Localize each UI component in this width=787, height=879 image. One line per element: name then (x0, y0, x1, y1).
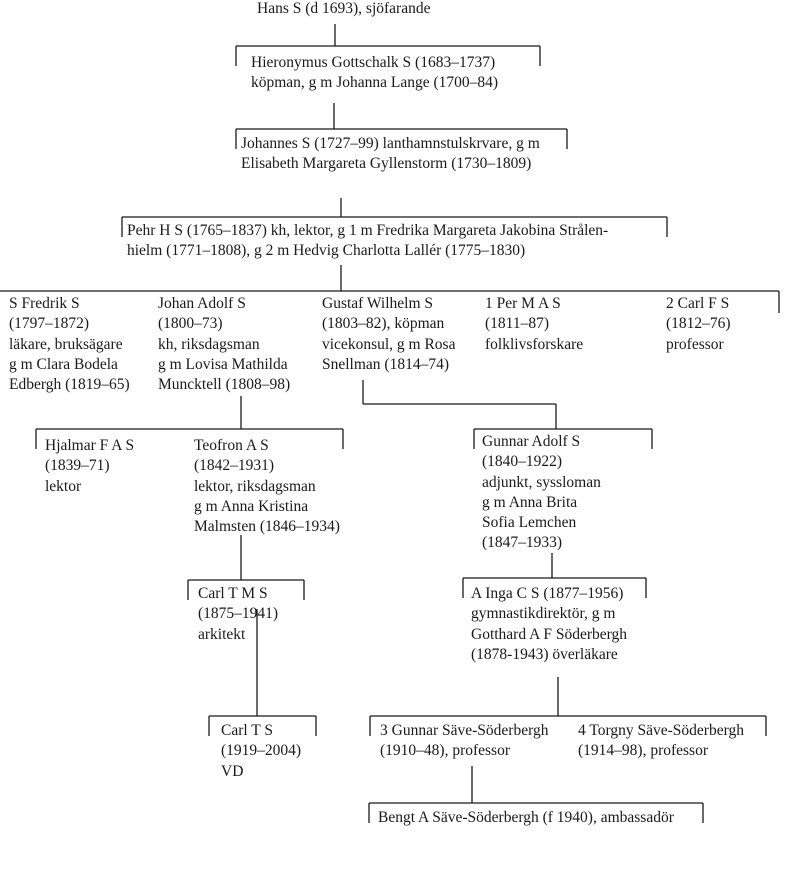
node-line: (1914–98), professor (578, 742, 709, 760)
node-line: arkitekt (198, 625, 246, 643)
person-torgny: 4 Torgny Säve-Söderbergh (1914–98), prof… (578, 721, 744, 762)
node-line: (1842–1931) (194, 457, 275, 475)
person-inga: A Inga C S (1877–1956) gymnastikdirektör… (471, 584, 627, 665)
node-line: Johan Adolf S (158, 295, 246, 312)
node-line: vicekonsul, g m Rosa (322, 335, 456, 353)
node-line: (1910–48), professor (380, 742, 511, 760)
person-carl-t-m-s: Carl T M S (1875–1941) arkitekt (198, 584, 278, 645)
node-line: köpman, g m Johanna Lange (1700–84) (251, 74, 499, 92)
node-line: g m Clara Bodela (9, 355, 118, 373)
node-line: (1803–82), köpman (322, 315, 445, 333)
person-per: 1 Per M A S (1811–87) folklivsforskare (485, 294, 583, 355)
node-line: Gotthard A F Söderbergh (471, 625, 627, 643)
node-line: Malmsten (1846–1934) (194, 518, 340, 536)
node-line: gymnastikdirektör, g m (471, 605, 616, 623)
node-line: Hjalmar F A S (45, 437, 135, 454)
node-line: Sofia Lemchen (482, 514, 577, 532)
node-line: professor (666, 335, 724, 353)
person-johan-adolf: Johan Adolf S (1800–73) kh, riksdagsman … (158, 294, 290, 395)
node-line: Pehr H S (1765–1837) kh, lektor, g 1 m F… (127, 222, 609, 239)
node-line: (1875–1941) (198, 605, 279, 623)
node-line: (1797–1872) (9, 315, 90, 333)
node-line: 1 Per M A S (485, 295, 561, 312)
person-hieronymus: Hieronymus Gottschalk S (1683–1737) köpm… (251, 53, 498, 94)
node-line: Snellman (1814–74) (322, 355, 449, 373)
node-line: Gunnar Adolf S (482, 433, 581, 450)
node-line: Edbergh (1819–65) (9, 376, 130, 394)
node-line: Elisabeth Margareta Gyllenstorm (1730–18… (241, 155, 532, 173)
node-line: Johannes S (1727–99) lanthamnstulskrvare… (241, 135, 540, 152)
person-gustaf-wilhelm: Gustaf Wilhelm S (1803–82), köpman vicek… (322, 294, 455, 375)
node-line: Teofron A S (194, 437, 269, 454)
node-line: Gustaf Wilhelm S (322, 295, 434, 312)
node-line: S Fredrik S (9, 295, 80, 312)
node-line: Carl T M S (198, 585, 268, 602)
person-gunnar-save: 3 Gunnar Säve-Söderbergh (1910–48), prof… (380, 721, 548, 762)
person-s-fredrik: S Fredrik S (1797–1872) läkare, bruksäga… (9, 294, 130, 395)
person-johannes: Johannes S (1727–99) lanthamnstulskrvare… (241, 134, 540, 175)
node-line: (1878-1943) överläkare (471, 645, 618, 663)
node-line: g m Anna Kristina (194, 497, 309, 515)
node-line: 4 Torgny Säve-Söderbergh (578, 722, 744, 739)
node-line: (1812–76) (666, 315, 731, 333)
node-line: g m Anna Brita (482, 493, 578, 511)
node-line: adjunkt, syssloman (482, 473, 601, 491)
node-line: läkare, bruksägare (9, 335, 123, 353)
node-line: g m Lovisa Mathilda (158, 355, 288, 373)
node-line: Hans S (d 1693), sjöfarande (257, 0, 431, 17)
node-line: (1811–87) (485, 315, 549, 333)
node-line: Hieronymus Gottschalk S (1683–1737) (251, 54, 496, 71)
person-carl-t-s: Carl T S (1919–2004) VD (221, 721, 301, 782)
node-line: 2 Carl F S (666, 295, 730, 312)
node-line: (1840–1922) (482, 453, 563, 471)
node-line: Muncktell (1808–98) (158, 376, 291, 394)
node-line: lektor, riksdagsman (194, 477, 316, 495)
node-line: Bengt A Säve-Söderbergh (f 1940), ambass… (378, 809, 674, 826)
node-line: lektor (45, 477, 82, 495)
person-pehr: Pehr H S (1765–1837) kh, lektor, g 1 m F… (127, 221, 608, 262)
person-teofron: Teofron A S (1842–1931) lektor, riksdags… (194, 436, 340, 537)
person-hans: Hans S (d 1693), sjöfarande (257, 0, 430, 19)
node-line: hielm (1771–1808), g 2 m Hedvig Charlott… (127, 242, 526, 260)
node-line: A Inga C S (1877–1956) (471, 585, 624, 602)
node-line: (1919–2004) (221, 742, 302, 760)
person-carl-f: 2 Carl F S (1812–76) professor (666, 294, 731, 355)
node-line: VD (221, 762, 244, 780)
node-line: Carl T S (221, 722, 273, 739)
person-hjalmar: Hjalmar F A S (1839–71) lektor (45, 436, 134, 497)
node-line: (1839–71) (45, 457, 110, 475)
node-line: folklivsforskare (485, 335, 584, 353)
node-line: kh, riksdagsman (158, 335, 260, 353)
person-gunnar-adolf: Gunnar Adolf S (1840–1922) adjunkt, syss… (482, 432, 601, 554)
node-line: (1847–1933) (482, 534, 563, 552)
node-line: 3 Gunnar Säve-Söderbergh (380, 722, 549, 739)
node-line: (1800–73) (158, 315, 223, 333)
person-bengt: Bengt A Säve-Söderbergh (f 1940), ambass… (378, 808, 674, 828)
